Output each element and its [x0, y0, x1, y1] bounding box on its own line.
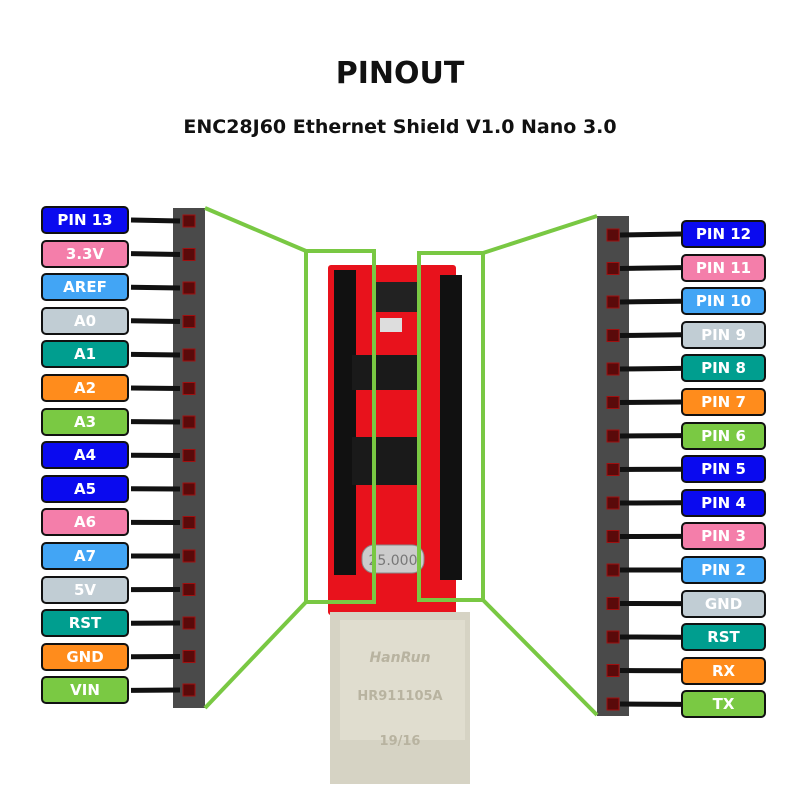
right-pin-label: TX — [681, 690, 766, 719]
right-pin-header — [597, 216, 629, 716]
pin-socket — [606, 228, 620, 242]
right-pin-label: PIN 2 — [681, 556, 766, 584]
pin-socket — [606, 597, 620, 610]
left-pin-label: A4 — [41, 441, 129, 470]
left-highlight-box — [304, 249, 376, 604]
right-pin-label: PIN 4 — [681, 488, 766, 517]
right-pin-label: PIN 9 — [681, 320, 766, 349]
pin-wire — [619, 265, 682, 271]
pin-wire — [130, 318, 181, 324]
pin-socket — [606, 563, 620, 577]
left-pin-label: A6 — [41, 508, 129, 537]
pin-socket — [606, 664, 620, 677]
left-pin-label: A1 — [41, 340, 129, 369]
pin-socket — [182, 683, 196, 697]
right-pin-label: RX — [681, 656, 766, 685]
jack-brand: HanRun — [369, 650, 430, 666]
pin-wire — [130, 284, 181, 291]
pin-socket — [606, 362, 620, 376]
right-pin-label: RST — [681, 623, 766, 652]
pin-socket — [606, 496, 620, 510]
pin-wire — [130, 217, 181, 224]
pin-wire — [130, 351, 181, 358]
pin-wire — [619, 365, 682, 372]
pin-socket — [182, 616, 196, 630]
pin-socket — [182, 214, 196, 228]
pin-wire — [130, 385, 181, 391]
right-pin-label: PIN 10 — [681, 287, 766, 316]
pin-socket — [182, 248, 196, 261]
pin-wire — [619, 332, 682, 338]
pin-socket — [182, 415, 196, 429]
pin-socket — [606, 630, 620, 644]
right-pin-label: PIN 5 — [681, 455, 766, 484]
pin-socket — [182, 482, 196, 496]
left-pin-label: A7 — [41, 542, 129, 570]
jack-code: 19/16 — [380, 734, 421, 749]
pin-wire — [130, 251, 181, 257]
pin-socket — [182, 315, 196, 328]
crystal-label: 25.000 — [369, 553, 418, 569]
page-subtitle: ENC28J60 Ethernet Shield V1.0 Nano 3.0 — [183, 116, 617, 138]
pin-socket — [182, 348, 196, 362]
left-pin-label: 3.3V — [41, 239, 129, 268]
pin-wire — [619, 399, 682, 405]
pin-socket — [182, 281, 196, 295]
right-pin-label: PIN 7 — [681, 388, 766, 416]
highlight-lines — [203, 206, 599, 717]
left-pin-label: A2 — [41, 374, 129, 402]
right-pin-label: PIN 6 — [681, 421, 766, 450]
jack-model: HR911105A — [357, 689, 442, 704]
left-pin-label: 5V — [41, 575, 129, 604]
left-pin-label: AREF — [41, 273, 129, 302]
left-pin-label: A0 — [41, 306, 129, 335]
left-pin-label: VIN — [41, 676, 129, 705]
right-pin-label: PIN 3 — [681, 522, 766, 551]
pin-socket — [606, 697, 620, 711]
right-pin-label: GND — [681, 589, 766, 618]
left-pin-header — [173, 208, 205, 708]
pin-wire — [619, 231, 682, 238]
pin-socket — [606, 463, 620, 476]
pin-socket — [182, 516, 196, 529]
pin-socket — [606, 396, 620, 409]
pin-socket — [606, 262, 620, 275]
pin-wire — [619, 298, 682, 305]
left-pin-label: A3 — [41, 407, 129, 436]
left-pin-label: RST — [41, 609, 129, 638]
pin-socket — [606, 530, 620, 543]
pin-socket — [606, 429, 620, 443]
pin-socket — [182, 583, 196, 596]
left-pin-label: GND — [41, 642, 129, 671]
pin-wires — [130, 217, 682, 707]
right-highlight-box — [417, 251, 485, 602]
pin-socket — [182, 549, 196, 563]
right-pin-label: PIN 12 — [681, 220, 766, 248]
pin-socket — [606, 295, 620, 309]
right-pin-label: PIN 11 — [681, 253, 766, 282]
shield-board: 25.000 HanRun HR911105A 19/16 — [328, 265, 470, 784]
left-pin-label: PIN 13 — [41, 206, 129, 234]
pin-socket — [182, 449, 196, 462]
page-title: PINOUT — [335, 56, 465, 91]
right-pin-label: PIN 8 — [681, 354, 766, 383]
pin-socket — [182, 382, 196, 395]
pin-socket — [606, 329, 620, 342]
pin-socket — [182, 650, 196, 663]
left-pin-label: A5 — [41, 474, 129, 503]
